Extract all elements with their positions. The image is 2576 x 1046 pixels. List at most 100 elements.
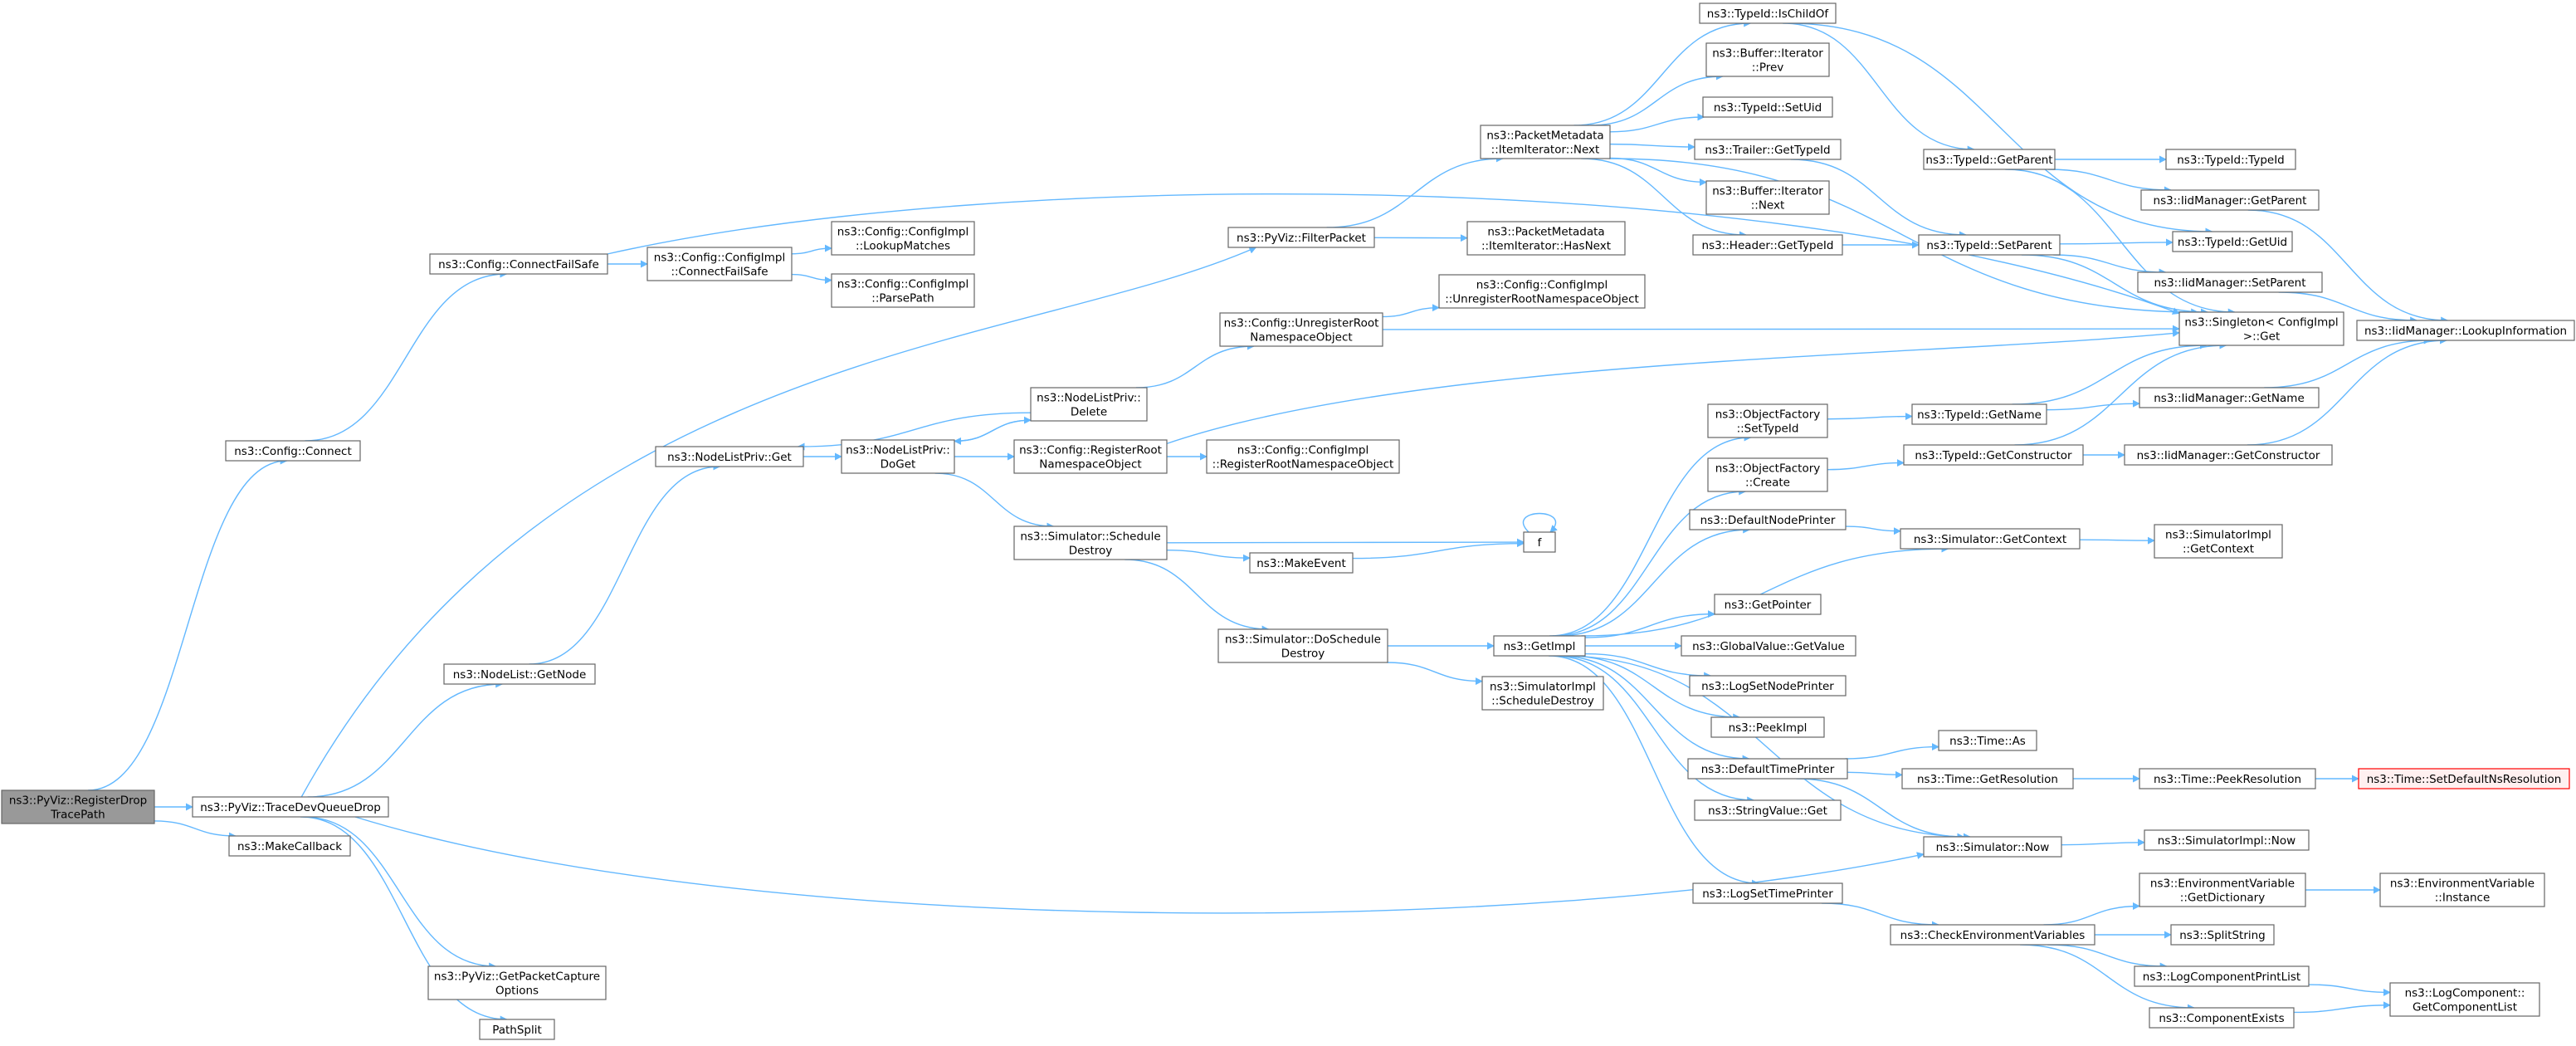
node-impl_unregisterroot[interactable]: ns3::Config::ConfigImpl::UnregisterRootN… — [1438, 274, 1646, 309]
node-typeid_setuid[interactable]: ns3::TypeId::SetUid — [1702, 96, 1833, 118]
node-iid_lookupinfo[interactable]: ns3::IidManager::LookupInformation — [2356, 320, 2575, 341]
node-filterpacket[interactable]: ns3::PyViz::FilterPacket — [1227, 227, 1375, 248]
node-nodelistpriv_doget[interactable]: ns3::NodeListPriv::DoGet — [841, 439, 955, 474]
node-makeevent[interactable]: ns3::MakeEvent — [1249, 552, 1354, 574]
node-nodelist_getnode[interactable]: ns3::NodeList::GetNode — [443, 663, 596, 685]
node-time_setdefaultns[interactable]: ns3::Time::SetDefaultNsResolution — [2358, 768, 2570, 789]
node-time_as[interactable]: ns3::Time::As — [1938, 730, 2037, 751]
node-peekimpl[interactable]: ns3::PeekImpl — [1710, 716, 1825, 738]
node-box — [228, 835, 351, 857]
node-box — [1030, 387, 1148, 422]
node-splitstring[interactable]: ns3::SplitString — [2170, 924, 2275, 946]
node-box — [2178, 311, 2344, 346]
node-checkenvvars[interactable]: ns3::CheckEnvironmentVariables — [1890, 924, 2095, 946]
node-logcomp_getlist[interactable]: ns3::LogComponent::GetComponentList — [2389, 982, 2540, 1017]
node-tracedevqueuedrop[interactable]: ns3::PyViz::TraceDevQueueDrop — [192, 796, 389, 818]
node-typeid_getname[interactable]: ns3::TypeId::GetName — [1911, 403, 2047, 425]
call-edge-getimpl-to-logsetnodeprinter — [1584, 653, 1712, 680]
node-defaulttimeprinter[interactable]: ns3::DefaultTimePrinter — [1687, 758, 1848, 780]
call-edge-typeid_getname-to-iid_getname — [2046, 399, 2140, 411]
node-label: ::GetDictionary — [2180, 892, 2265, 905]
node-label: ns3::GlobalValue::GetValue — [1692, 640, 1845, 653]
node-buffer_prev[interactable]: ns3::Buffer::Iterator::Prev — [1705, 42, 1830, 77]
node-label: NamespaceObject — [1039, 458, 1141, 472]
node-impl_registerroot[interactable]: ns3::Config::ConfigImpl::RegisterRootNam… — [1206, 439, 1400, 474]
node-sim_now[interactable]: ns3::Simulator::Now — [1923, 836, 2062, 858]
node-pathsplit[interactable]: PathSplit — [479, 1019, 555, 1040]
node-box — [1227, 227, 1375, 248]
node-f[interactable]: f — [1523, 531, 1556, 553]
node-time_peekresolution[interactable]: ns3::Time::PeekResolution — [2139, 768, 2316, 789]
node-label: ns3::NodeListPriv:: — [846, 444, 950, 457]
node-defaultnodeprinter[interactable]: ns3::DefaultNodePrinter — [1689, 509, 1847, 530]
node-scheduledestroy[interactable]: ns3::Simulator::ScheduleDestroy — [1013, 525, 1168, 560]
node-box — [2165, 149, 2296, 170]
node-label: ::ScheduleDestroy — [1491, 695, 1594, 708]
node-typeid_typeid[interactable]: ns3::TypeId::TypeId — [2165, 149, 2296, 170]
node-getimpl[interactable]: ns3::GetImpl — [1493, 635, 1586, 657]
node-nodelistpriv_get[interactable]: ns3::NodeListPriv::Get — [655, 446, 804, 467]
node-label: ns3::ObjectFactory — [1715, 408, 1821, 422]
call-edge-iid_getconstructor-to-iid_lookupinfo — [2247, 336, 2448, 446]
node-impl_connectfailsafe[interactable]: ns3::Config::ConfigImpl::ConnectFailSafe — [646, 247, 793, 281]
node-stringvalue_get[interactable]: ns3::StringValue::Get — [1694, 799, 1842, 821]
node-registerroot[interactable]: ns3::Config::RegisterRootNamespaceObject — [1013, 439, 1168, 474]
node-unregisterroot[interactable]: ns3::Config::UnregisterRootNamespaceObje… — [1219, 312, 1383, 347]
node-iid_getname[interactable]: ns3::IidManager::GetName — [2139, 387, 2320, 408]
call-edge-makeevent-to-f — [1352, 540, 1525, 560]
node-componentexists[interactable]: ns3::ComponentExists — [2149, 1007, 2295, 1029]
node-iid_setparent[interactable]: ns3::IidManager::SetParent — [2137, 271, 2323, 293]
node-singleton_get[interactable]: ns3::Singleton< ConfigImpl >::Get — [2178, 311, 2344, 346]
node-sim_getcontext[interactable]: ns3::Simulator::GetContext — [1900, 528, 2081, 550]
node-typeid_getparent[interactable]: ns3::TypeId::GetParent — [1923, 149, 2056, 170]
node-makecallback[interactable]: ns3::MakeCallback — [228, 835, 351, 857]
node-label: TracePath — [50, 809, 105, 822]
call-edge-scheduledestroy-to-makeevent — [1166, 549, 1251, 562]
call-edge-getimpl-to-defaulttimeprinter — [1558, 655, 1750, 763]
node-typeid_getuid[interactable]: ns3::TypeId::GetUid — [2172, 231, 2293, 252]
node-box — [1480, 125, 1611, 159]
node-nodelistpriv_delete[interactable]: ns3::NodeListPriv::Delete — [1030, 387, 1148, 422]
node-globalvalue_getvalue[interactable]: ns3::GlobalValue::GetValue — [1681, 635, 1856, 657]
node-box — [2139, 387, 2320, 408]
node-header_gettypeid[interactable]: ns3::Header::GetTypeId — [1692, 234, 1843, 256]
node-simimpl_scheduledestroy[interactable]: ns3::SimulatorImpl::ScheduleDestroy — [1481, 676, 1604, 711]
node-envvar_instance[interactable]: ns3::EnvironmentVariable::Instance — [2379, 872, 2545, 907]
call-edge-objfactory_create-to-typeid_getconstructor — [1827, 459, 1905, 471]
node-simimpl_now[interactable]: ns3::SimulatorImpl::Now — [2144, 829, 2310, 851]
call-edge-tracedevqueuedrop-to-filterpacket — [300, 247, 1257, 798]
node-logsettimeprinter[interactable]: ns3::LogSetTimePrinter — [1692, 882, 1843, 904]
node-typeid_setparent[interactable]: ns3::TypeId::SetParent — [1918, 234, 2061, 256]
node-logsetnodeprinter[interactable]: ns3::LogSetNodePrinter — [1689, 675, 1847, 697]
node-objfactory_settypeid[interactable]: ns3::ObjectFactory::SetTypeId — [1707, 403, 1828, 438]
node-getpointer[interactable]: ns3::GetPointer — [1714, 594, 1822, 615]
node-box — [1013, 439, 1168, 474]
node-itemiterator_hasnext[interactable]: ns3::PacketMetadata::ItemIterator::HasNe… — [1466, 221, 1626, 256]
node-config_connect[interactable]: ns3::Config::Connect — [225, 440, 361, 462]
node-buffer_next[interactable]: ns3::Buffer::Iterator::Next — [1705, 180, 1830, 215]
node-label: ns3::PacketMetadata — [1486, 130, 1603, 143]
node-label: ns3::Config::UnregisterRoot — [1224, 317, 1379, 330]
node-typeid_ischildof[interactable]: ns3::TypeId::IsChildOf — [1699, 2, 1837, 24]
node-time_getresolution[interactable]: ns3::Time::GetResolution — [1901, 768, 2074, 789]
node-trailer_gettypeid[interactable]: ns3::Trailer::GetTypeId — [1694, 139, 1842, 160]
node-impl_lookupmatches[interactable]: ns3::Config::ConfigImpl::LookupMatches — [831, 221, 975, 256]
node-connectfailsafe[interactable]: ns3::Config::ConnectFailSafe — [429, 253, 608, 275]
node-itemiterator_next[interactable]: ns3::PacketMetadata::ItemIterator::Next — [1480, 125, 1611, 159]
node-logcomp_printlist[interactable]: ns3::LogComponentPrintList — [2134, 965, 2310, 987]
node-iid_getconstructor[interactable]: ns3::IidManager::GetConstructor — [2124, 444, 2333, 466]
node-simimpl_getcontext[interactable]: ns3::SimulatorImpl::GetContext — [2154, 524, 2283, 559]
node-objfactory_create[interactable]: ns3::ObjectFactory::Create — [1707, 457, 1828, 492]
node-impl_parsepath[interactable]: ns3::Config::ConfigImpl::ParsePath — [831, 273, 975, 308]
call-edge-itemiterator_next-to-singleton_get — [1608, 158, 2199, 316]
node-envvar_getdictionary[interactable]: ns3::EnvironmentVariable::GetDictionary — [2139, 872, 2306, 907]
call-edge-typeid_ischildof-to-typeid_getparent — [1783, 22, 1975, 154]
node-label: ns3::Time::GetResolution — [1917, 773, 2058, 786]
node-typeid_getconstructor[interactable]: ns3::TypeId::GetConstructor — [1903, 444, 2084, 466]
call-edge-nodelistpriv_delete-to-unregisterroot — [1135, 342, 1256, 389]
node-iid_getparent[interactable]: ns3::IidManager::GetParent — [2140, 189, 2320, 211]
node-label: ::GetContext — [2183, 543, 2254, 556]
